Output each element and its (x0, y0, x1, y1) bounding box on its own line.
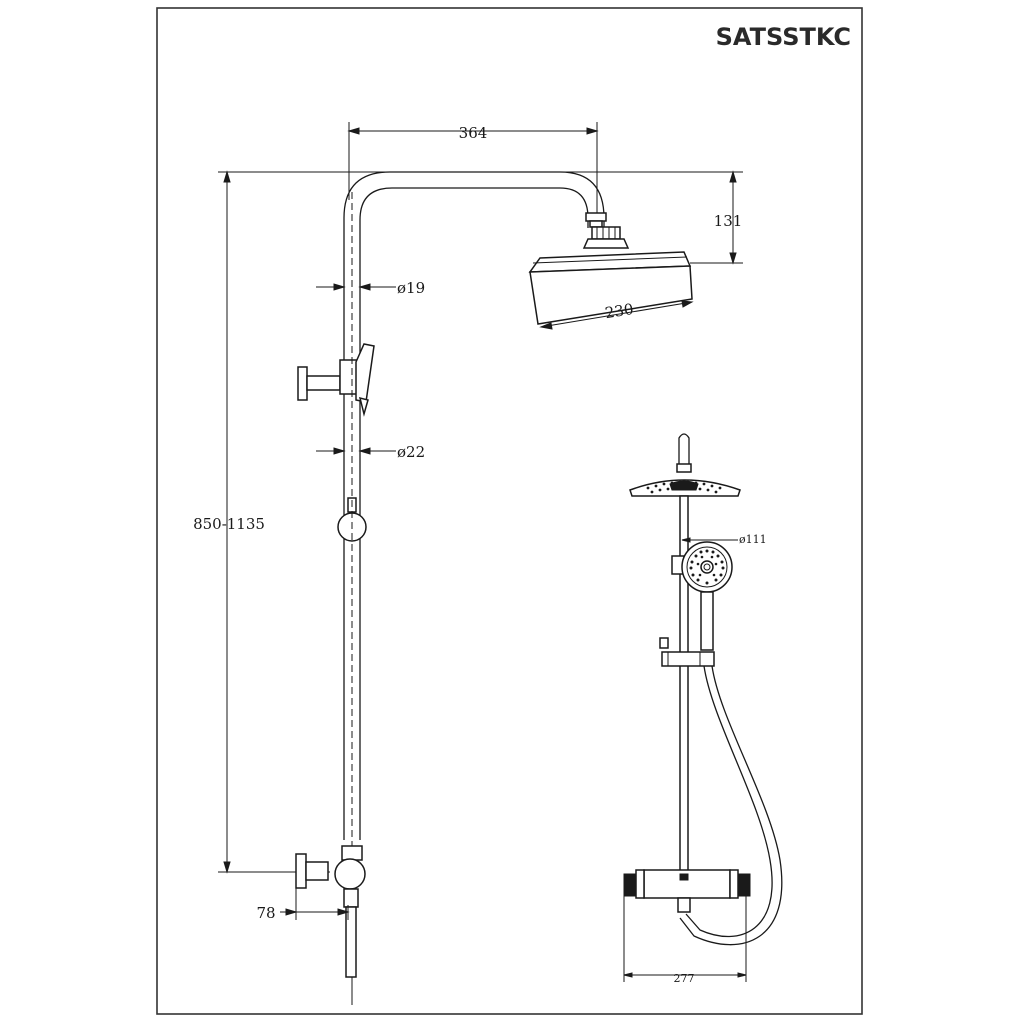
hand-shower-front (671, 541, 733, 651)
dim-mixer-centres: 277 (623, 896, 747, 985)
drawing-frame (156, 7, 863, 1015)
rail-slider (659, 637, 715, 667)
front-view: ø111 (623, 433, 783, 985)
dim-mixer-centres-label: 277 (674, 972, 695, 985)
handset-holder (297, 343, 375, 417)
product-code: SATSSTKC (716, 23, 851, 51)
dim-rail-diameter: ø22 (316, 443, 425, 461)
dim-riser-diameter: ø19 (316, 279, 425, 297)
dim-riser-diameter-label: ø19 (397, 279, 425, 297)
dim-height-range-label: 850-1135 (193, 515, 265, 533)
dim-rail-diameter-label: ø22 (397, 443, 425, 461)
dim-handset-diameter-label: ø111 (739, 533, 767, 546)
thermostatic-mixer (623, 869, 751, 913)
dim-head-diameter-label: 230 (604, 300, 635, 322)
dim-head-drop: 131 (690, 170, 743, 265)
lower-connection (295, 845, 366, 1005)
dim-handset-diameter: ø111 (681, 533, 767, 546)
side-view: 364 131 (193, 122, 743, 1005)
dim-wall-offset-label: 78 (256, 904, 275, 922)
dim-head-diameter: 230 (539, 300, 694, 330)
dim-wall-offset: 78 (256, 888, 350, 922)
shower-hose (685, 665, 773, 938)
dim-arm-length-label: 364 (459, 124, 488, 142)
dim-height-range: 850-1135 (193, 170, 330, 874)
showerhead-side (528, 251, 693, 325)
dim-arm-length: 364 (347, 122, 599, 215)
showerhead-connector (582, 212, 630, 249)
dim-head-drop-label: 131 (714, 212, 743, 230)
shower-arm (343, 171, 605, 840)
showerhead-front (629, 479, 741, 497)
